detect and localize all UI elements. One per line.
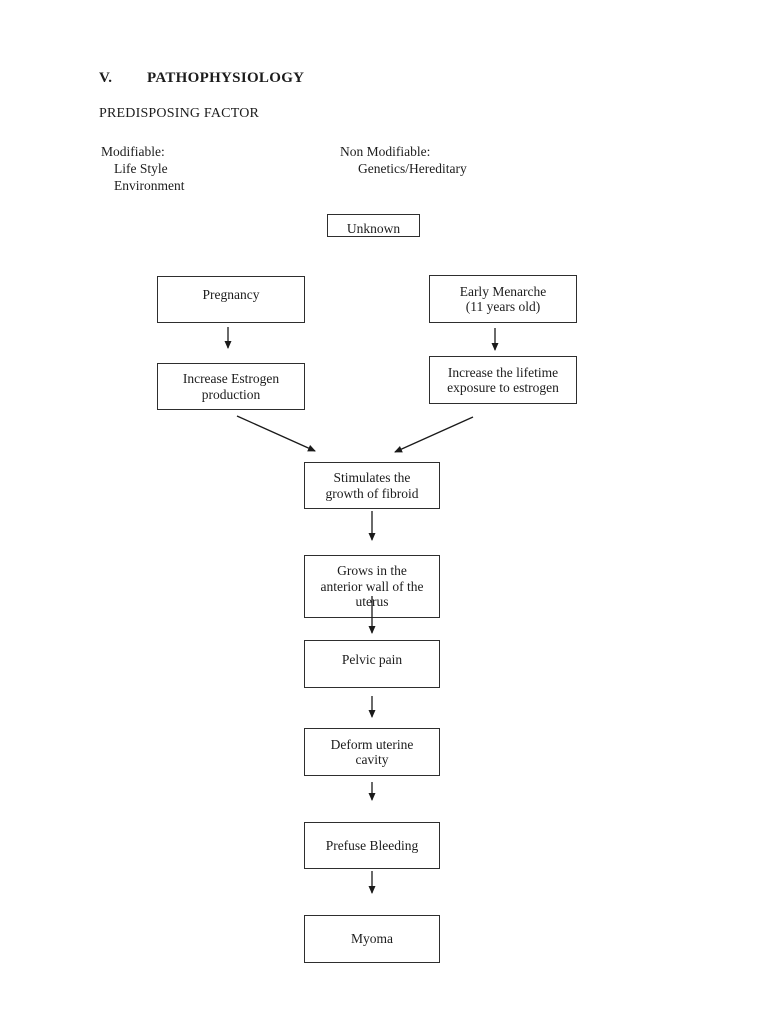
modifiable-label: Modifiable: [101, 144, 165, 159]
arrow-lifetime-to-stimulates [394, 416, 474, 453]
flow-node-grows-anterior-wall: Grows in the anterior wall of the uterus [304, 555, 440, 618]
flow-node-unknown: Unknown [327, 214, 420, 237]
section-title: PATHOPHYSIOLOGY [147, 70, 305, 86]
section-heading: V. PATHOPHYSIOLOGY [99, 70, 304, 87]
modifiable-factors-group: Modifiable: Life Style Environment [101, 143, 185, 194]
non-modifiable-factors-group: Non Modifiable: Genetics/Hereditary [340, 143, 467, 177]
modifiable-item-environment: Environment [114, 178, 185, 193]
predisposing-factor-heading: PREDISPOSING FACTOR [99, 106, 260, 121]
flow-node-prefuse-bleeding: Prefuse Bleeding [304, 822, 440, 869]
modifiable-item-lifestyle: Life Style [114, 161, 168, 176]
flow-node-pregnancy: Pregnancy [157, 276, 305, 323]
flow-node-stimulates-fibroid-growth: Stimulates the growth of fibroid [304, 462, 440, 509]
flow-node-pelvic-pain: Pelvic pain [304, 640, 440, 688]
section-number: V. [99, 70, 113, 86]
flow-node-increase-estrogen: Increase Estrogen production [157, 363, 305, 410]
flow-node-deform-uterine-cavity: Deform uterine cavity [304, 728, 440, 776]
non-modifiable-label: Non Modifiable: [340, 144, 431, 159]
flow-node-early-menarche: Early Menarche (11 years old) [429, 275, 577, 323]
flow-node-myoma: Myoma [304, 915, 440, 963]
non-modifiable-item-genetics: Genetics/Hereditary [358, 161, 467, 176]
flow-node-increase-lifetime-exposure: Increase the lifetime exposure to estrog… [429, 356, 577, 404]
arrow-estrogen-to-stimulates [236, 415, 316, 452]
